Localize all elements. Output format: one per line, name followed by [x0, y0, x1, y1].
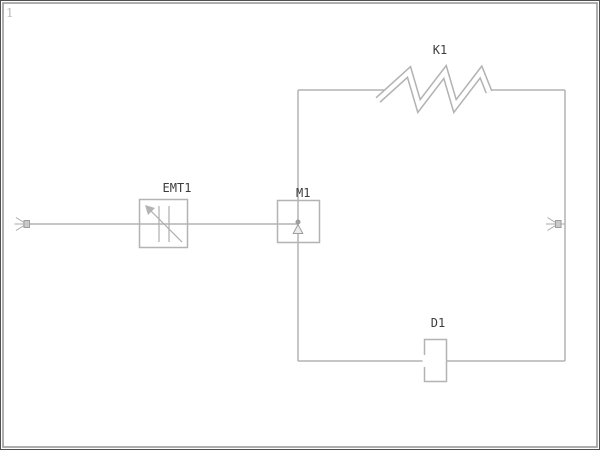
- cable-connector-body: [23, 220, 30, 228]
- cable-connector-body: [555, 220, 562, 228]
- coil-zigzag-icon-core: [376, 67, 492, 111]
- m1-box: [276, 199, 321, 244]
- emt1-arrowhead-icon: [145, 205, 155, 215]
- component-k1[interactable]: K1: [375, 43, 493, 115]
- emt1-box: [138, 198, 189, 249]
- terminal-left[interactable]: [14, 217, 30, 231]
- emt1-arrow-shaft: [149, 209, 183, 243]
- m1-label: M1: [296, 186, 310, 200]
- component-d1[interactable]: D1: [422, 316, 448, 383]
- component-m1[interactable]: M1: [276, 186, 321, 244]
- emt1-label: EMT1: [163, 181, 192, 195]
- k1-label: K1: [433, 43, 447, 57]
- terminal-right[interactable]: [546, 217, 565, 231]
- m1-triangle-icon: [292, 223, 304, 234]
- d1-left-edge-gap: [422, 355, 427, 367]
- m1-junction-dot-icon: [295, 219, 301, 225]
- component-emt1[interactable]: EMT1: [138, 181, 192, 249]
- wires: [28, 89, 566, 362]
- d1-label: D1: [431, 316, 445, 330]
- sheet-number: 1: [6, 6, 14, 20]
- d1-box: [423, 338, 448, 383]
